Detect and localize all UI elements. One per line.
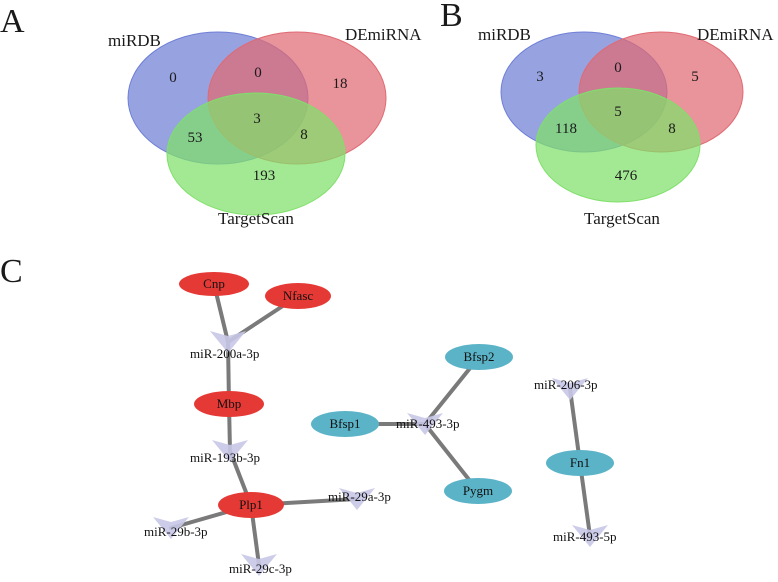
mirna-label: miR-493-3p — [396, 416, 460, 431]
gene-node-nfasc[interactable]: Nfasc — [265, 283, 331, 309]
mirna-node-m493_3p[interactable]: miR-493-3p — [396, 413, 460, 435]
network-mirna-nodes: miR-200a-3p miR-193b-3p miR-29a-3p miR-29b-… — [144, 331, 617, 576]
mirna-node-m200a[interactable]: miR-200a-3p — [190, 331, 259, 361]
mirna-label: miR-29c-3p — [229, 561, 292, 576]
venn-b-count-targetscan-only: 476 — [615, 168, 638, 184]
gene-shape — [444, 478, 512, 504]
mirna-shape — [339, 488, 375, 510]
venn-a-mirdb-label: miRDB — [108, 31, 161, 50]
venn-a-count-demirna-targetscan: 8 — [300, 127, 308, 143]
venn-b-targetscan-label: TargetScan — [584, 209, 660, 228]
venn-a-count-targetscan-only: 193 — [253, 168, 276, 184]
gene-shape — [179, 272, 249, 296]
gene-label: Bfsp2 — [463, 349, 494, 364]
venn-a-count-mirdb-targetscan: 53 — [188, 130, 203, 146]
mirna-shape — [241, 554, 277, 576]
mirna-node-m206[interactable]: miR-206-3p — [534, 377, 598, 400]
venn-a-count-mirdb-only: 0 — [169, 70, 177, 86]
gene-shape — [546, 450, 614, 476]
gene-node-mbp[interactable]: Mbp — [194, 391, 264, 417]
venn-b-count-all-three: 5 — [614, 104, 622, 120]
mirna-label: miR-29a-3p — [328, 489, 391, 504]
gene-label: Mbp — [217, 396, 242, 411]
venn-b-targetscan-circle — [535, 87, 701, 203]
gene-node-pygm[interactable]: Pygm — [444, 478, 512, 504]
mirna-node-m493_5p[interactable]: miR-493-5p — [553, 525, 617, 547]
venn-b-mirdb-label: miRDB — [478, 25, 531, 44]
gene-label: Nfasc — [283, 288, 314, 303]
venn-a-demirna-label: DEmiRNA — [345, 25, 422, 44]
gene-node-bfsp1[interactable]: Bfsp1 — [311, 411, 379, 437]
mirna-shape — [153, 517, 189, 539]
mirna-shape — [210, 331, 246, 353]
network-edges — [169, 282, 592, 567]
mirna-node-m193b[interactable]: miR-193b-3p — [190, 440, 260, 465]
venn-b-count-demirna-only: 5 — [691, 69, 699, 85]
gene-shape — [445, 344, 513, 370]
mirna-node-m29b[interactable]: miR-29b-3p — [144, 517, 208, 539]
venn-a-count-demirna-only: 18 — [333, 76, 348, 92]
gene-label: Pygm — [463, 483, 493, 498]
venn-b-count-mirdb-only: 3 — [536, 69, 544, 85]
gene-node-fn1[interactable]: Fn1 — [546, 450, 614, 476]
gene-shape — [265, 283, 331, 309]
gene-node-cnp[interactable]: Cnp — [179, 272, 249, 296]
venn-b-demirna-label: DEmiRNA — [697, 25, 774, 44]
venn-b-count-mirdb-targetscan: 118 — [555, 121, 577, 137]
venn-a-targetscan-circle — [166, 92, 346, 216]
gene-node-bfsp2[interactable]: Bfsp2 — [445, 344, 513, 370]
venn-b-count-mirdb-demirna: 0 — [614, 60, 622, 76]
venn-b-count-demirna-targetscan: 8 — [668, 121, 676, 137]
gene-label: Bfsp1 — [329, 416, 360, 431]
mirna-label: miR-206-3p — [534, 377, 598, 392]
mirna-shape — [407, 413, 443, 435]
gene-label: Fn1 — [570, 455, 590, 470]
venn-diagram-a: miRDB DEmiRNA TargetScan 0 0 18 3 53 8 1… — [108, 25, 422, 228]
panel-letter-a: A — [0, 3, 25, 40]
gene-shape — [218, 492, 284, 518]
venn-diagram-b: miRDB DEmiRNA TargetScan 3 0 5 5 118 8 4… — [478, 25, 774, 228]
venn-a-count-all-three: 3 — [253, 111, 261, 127]
mirna-label: miR-193b-3p — [190, 450, 260, 465]
mirna-shape — [552, 378, 588, 400]
venn-a-targetscan-label: TargetScan — [218, 209, 294, 228]
mirna-gene-network: miR-200a-3p miR-193b-3p miR-29a-3p miR-29b-… — [144, 272, 617, 576]
gene-label: Cnp — [203, 276, 225, 291]
mirna-node-m29a[interactable]: miR-29a-3p — [328, 488, 391, 510]
mirna-node-m29c[interactable]: miR-29c-3p — [229, 554, 292, 576]
panel-letter-c: C — [0, 253, 23, 290]
mirna-shape — [212, 440, 248, 462]
gene-label: Plp1 — [239, 497, 263, 512]
mirna-shape — [572, 525, 608, 547]
venn-a-count-mirdb-demirna: 0 — [254, 65, 262, 81]
mirna-label: miR-29b-3p — [144, 524, 208, 539]
gene-shape — [194, 391, 264, 417]
mirna-label: miR-493-5p — [553, 529, 617, 544]
gene-shape — [311, 411, 379, 437]
mirna-label: miR-200a-3p — [190, 346, 259, 361]
gene-node-plp1[interactable]: Plp1 — [218, 492, 284, 518]
panel-letter-b: B — [440, 0, 463, 34]
